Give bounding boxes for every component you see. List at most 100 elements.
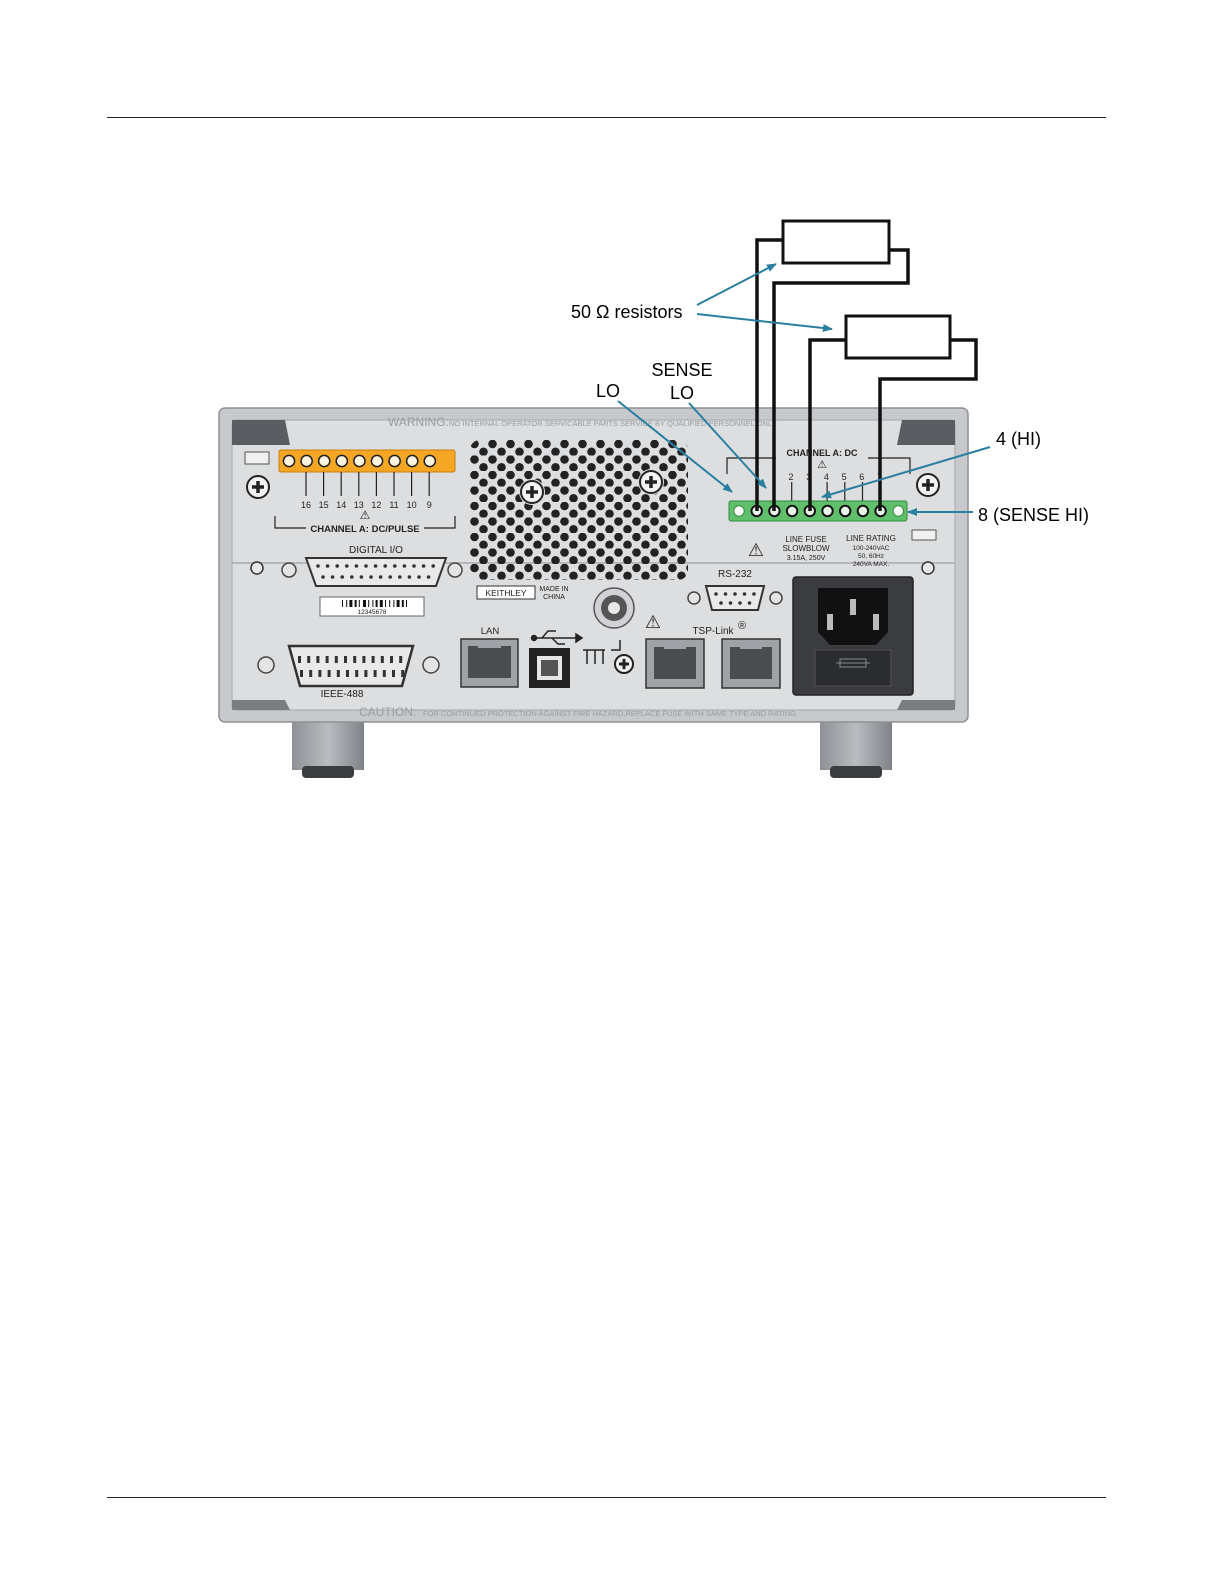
connector-pin — [714, 592, 718, 596]
rating-text-4: 240VA MAX. — [853, 561, 890, 568]
arrow-sense-lo — [688, 402, 767, 489]
connector-pin — [378, 575, 383, 579]
dc-terminal — [733, 505, 745, 517]
connector-pin — [334, 656, 338, 663]
connector-pin — [752, 592, 756, 596]
barcode-bar — [401, 600, 404, 607]
dc-terminal — [785, 504, 799, 518]
connector-pin — [354, 564, 359, 568]
connector-pin — [307, 656, 311, 663]
usb-icon — [530, 630, 584, 645]
connector-pin — [393, 564, 397, 568]
chassis-ground-icon — [583, 640, 621, 664]
screw-icon — [246, 475, 270, 499]
dc-pulse-terminal — [423, 454, 437, 468]
rating-text-2: 100-240VAC — [853, 545, 890, 552]
label-hi: 4 (HI) — [996, 429, 1041, 449]
wire-hi — [808, 338, 846, 511]
connector-pin — [738, 601, 742, 605]
barcode-bar — [368, 600, 370, 607]
connector-pin — [747, 601, 752, 605]
connector-pin — [309, 670, 313, 677]
footer-rule — [107, 1497, 1106, 1498]
dc-terminal — [821, 504, 834, 518]
resistor-2 — [844, 314, 952, 360]
fuse-text-1: LINE FUSE — [785, 535, 826, 544]
dc-pin-label: 2 — [788, 472, 793, 482]
dc-pulse-terminal — [300, 454, 313, 468]
dc-pulse-pin-label: 9 — [427, 500, 432, 510]
dc-pulse-label: CHANNEL A: DC/PULSE — [310, 524, 419, 535]
connector-pin — [355, 670, 359, 677]
barcode-bar — [372, 600, 374, 607]
barcode-label: 12345678 — [319, 596, 425, 617]
rating-text-3: 50, 60Hz — [858, 553, 884, 560]
dc-terminal — [856, 504, 870, 518]
made-in-line2: CHINA — [543, 594, 565, 601]
brand-badge — [476, 585, 536, 600]
connector-pin — [330, 575, 335, 579]
wire-lo — [755, 238, 783, 511]
barcode-bar — [385, 600, 386, 607]
connector-pin — [364, 564, 368, 568]
connector-pin — [407, 575, 412, 579]
barcode-bar — [406, 600, 407, 607]
arrow-lo — [617, 400, 733, 493]
connector-pin — [316, 656, 320, 663]
label-sense-hi: 8 (SENSE HI) — [978, 505, 1089, 525]
fuse-text-3: 3.15A, 250V — [787, 555, 826, 562]
resistor-wiring — [755, 238, 978, 511]
callout-arrows — [617, 263, 991, 516]
rs232-label: RS-232 — [718, 569, 752, 580]
screw-icon — [520, 480, 544, 504]
tsp-link-ports: ⚠ TSP-Link ® — [645, 612, 781, 689]
connector-pin — [742, 592, 747, 596]
resistor-1 — [781, 219, 891, 265]
lan-port: LAN — [460, 626, 519, 688]
warning-triangle-icon: ⚠ — [360, 508, 371, 522]
dc-pin-label: 6 — [859, 472, 864, 482]
dc-pulse-terminal — [370, 454, 384, 468]
barcode-bar — [393, 600, 395, 607]
barcode-bar — [349, 600, 353, 607]
connector-pin — [733, 592, 737, 596]
wire-sense-lo — [772, 248, 910, 511]
digital-io-port: DIGITAL I/O — [281, 545, 463, 587]
connector-pin — [325, 656, 329, 663]
connector-pin — [373, 564, 378, 568]
caution-text: FOR CONTINUED PROTECTION AGAINST FIRE HA… — [423, 709, 798, 718]
dc-pulse-terminal — [353, 454, 366, 468]
arrow-hi — [821, 446, 991, 499]
screw-icon — [639, 470, 663, 494]
ventilation-grille — [470, 440, 688, 580]
connector-pin — [426, 575, 431, 579]
instrument-feet — [292, 718, 892, 778]
connector-pin — [383, 564, 388, 568]
arrow-resistor-2 — [696, 313, 833, 332]
dc-pin-label: 5 — [842, 472, 847, 482]
barcode-bar — [375, 600, 378, 607]
dc-pulse-pin-label: 13 — [354, 500, 364, 510]
dc-terminal — [839, 504, 852, 518]
connector-pin — [300, 670, 303, 677]
connector-pin — [336, 670, 340, 677]
barcode-bar — [379, 600, 383, 607]
dc-pulse-pin-label: 12 — [371, 500, 381, 510]
connector-pin — [398, 575, 402, 579]
fuse-text-2: SLOWBLOW — [782, 544, 830, 553]
caution-word: CAUTION: — [359, 705, 416, 719]
wire-sense-hi — [878, 338, 978, 511]
dc-terminal — [892, 505, 904, 517]
connector-pin — [401, 670, 405, 677]
connector-pin — [346, 670, 349, 677]
screw-icon — [250, 561, 264, 575]
connector-pin — [318, 670, 322, 677]
connector-pin — [369, 575, 373, 579]
arrow-resistor-1 — [696, 263, 777, 306]
connector-pin — [344, 656, 347, 663]
digital-io-label: DIGITAL I/O — [349, 545, 403, 556]
screw-icon — [916, 473, 940, 497]
dc-pin-label: 4 — [824, 472, 829, 482]
dc-pulse-pin-label: 14 — [336, 500, 346, 510]
header-rule — [107, 117, 1106, 118]
